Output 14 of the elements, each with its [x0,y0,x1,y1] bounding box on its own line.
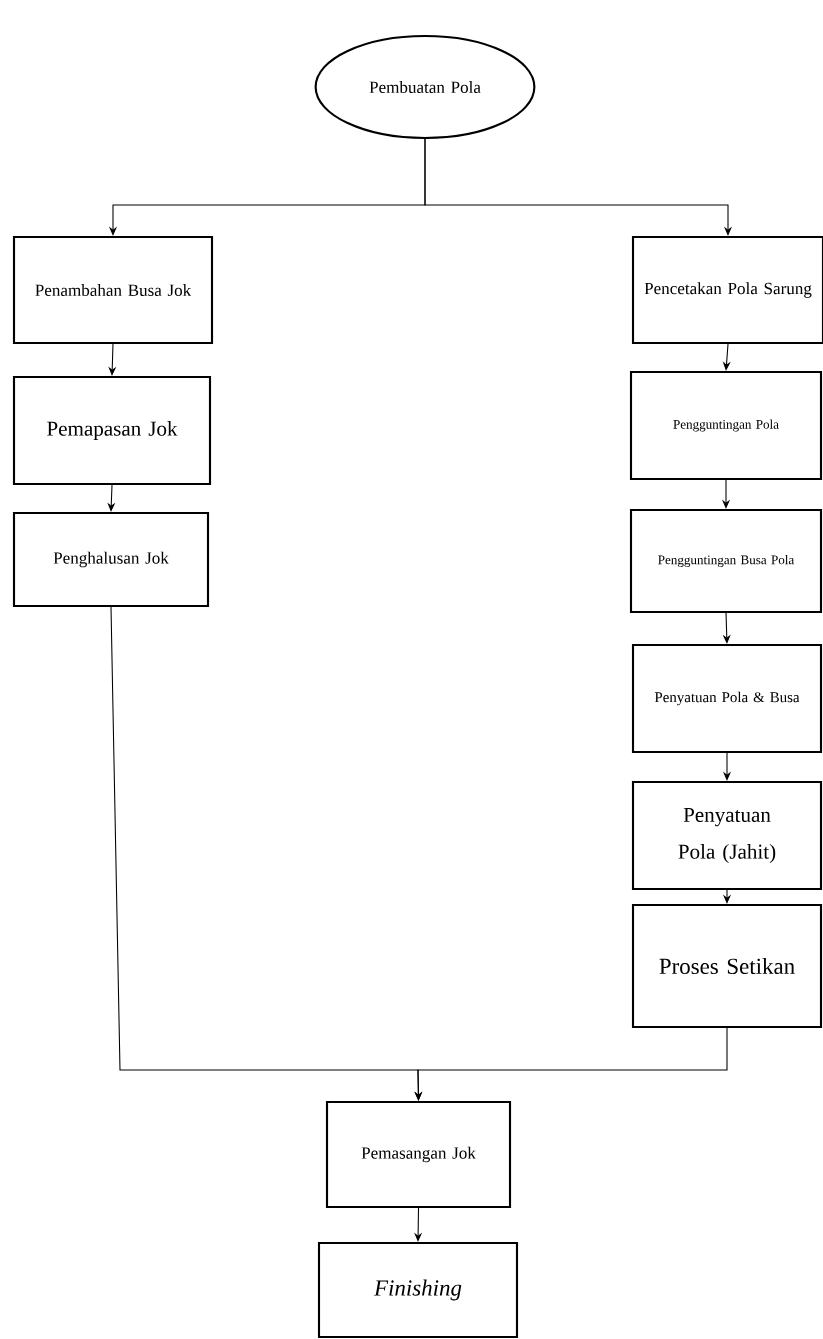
process-box: Pemapasan Jok [12,375,212,486]
process-box: Penghalusan Jok [12,511,210,608]
process-box: Proses Setikan [631,903,823,1029]
process-box: Pengguntingan Pola [629,370,823,481]
process-box: Penambahan Busa Jok [12,235,214,345]
process-box: Penyatuan Pola & Busa [631,643,823,754]
process-box: Pemasangan Jok [325,1100,512,1209]
process-box: Finishing [317,1241,519,1339]
process-box: Pencetakan Pola Sarung [631,235,823,345]
arrow [108,343,117,376]
process-box: Penyatuan Pola (Jahit) [631,780,823,891]
process-box: Pengguntingan Busa Pola [629,508,823,614]
arrow [424,138,733,236]
arrow [414,1207,423,1242]
